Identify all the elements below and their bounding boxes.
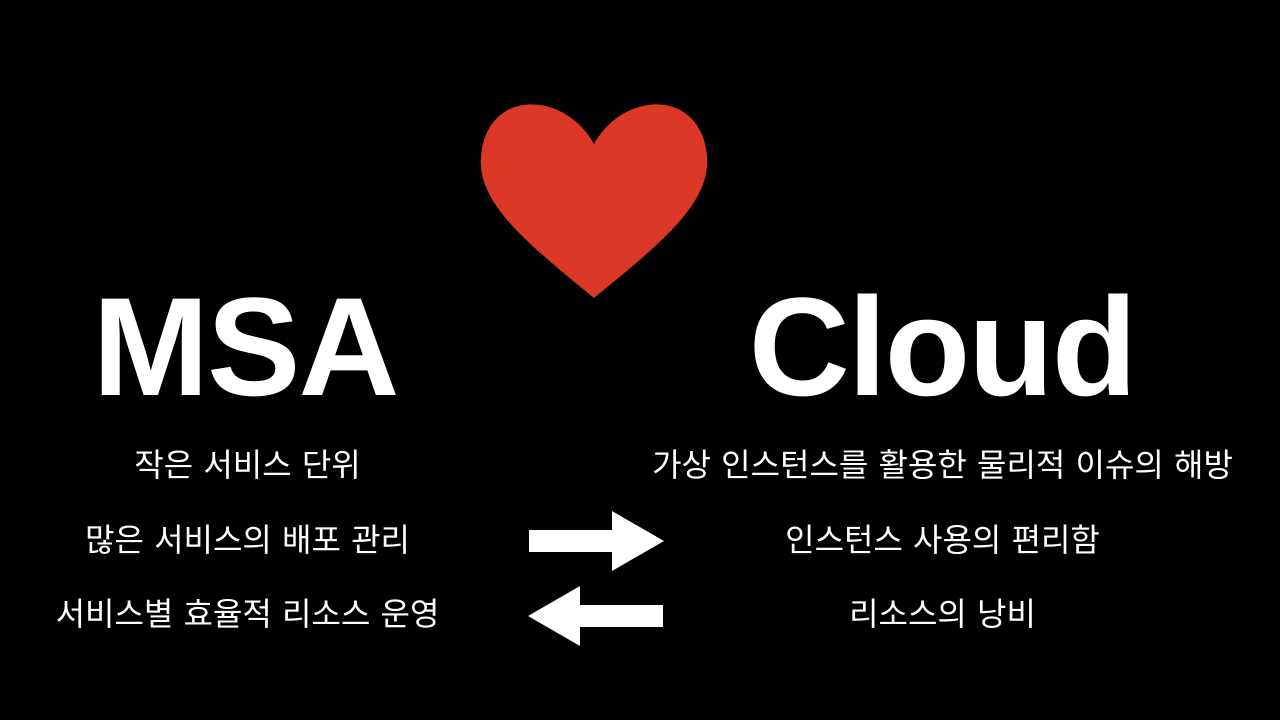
cloud-point-virtual-instances: 가상 인스턴스를 활용한 물리적 이슈의 해방: [652, 446, 1233, 484]
heart-icon: [480, 104, 708, 298]
cloud-title: Cloud: [748, 268, 1138, 425]
msa-point-small-service-unit: 작은 서비스 단위: [134, 446, 361, 484]
msa-title: MSA: [92, 268, 399, 425]
arrow-left-icon: [528, 586, 663, 646]
cloud-point-instance-convenience: 인스턴스 사용의 편리함: [785, 521, 1100, 559]
arrow-right-icon: [529, 511, 664, 571]
msa-point-deployment-management: 많은 서비스의 배포 관리: [85, 521, 410, 559]
cloud-point-resource-waste: 리소스의 낭비: [849, 595, 1036, 633]
msa-point-resource-operation: 서비스별 효율적 리소스 운영: [55, 595, 440, 633]
